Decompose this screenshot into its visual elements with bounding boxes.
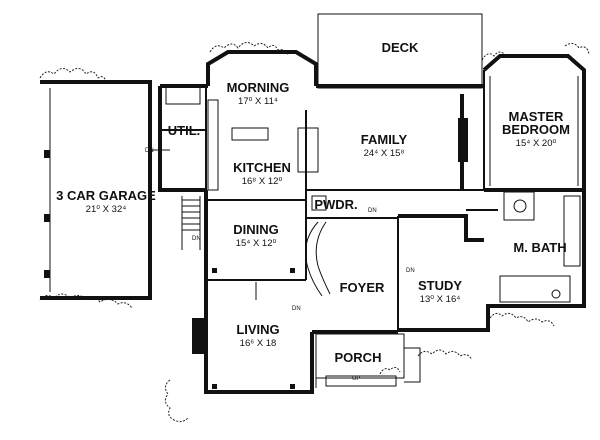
up-tag-porch: UP [352, 376, 360, 382]
living-dim: 16⁶ X 18⁲ [240, 338, 277, 349]
family-dim: 24⁴ X 15⁸ [364, 148, 405, 159]
room-labels: DECK MORNING 17⁰ X 11⁴ MASTER BEDROOM 15… [56, 40, 570, 365]
house-walls [160, 52, 584, 392]
dining-dim: 15⁴ X 12⁰ [236, 238, 277, 249]
pwdr-label: PWDR. [314, 197, 357, 212]
kitchen-dim: 16⁸ X 12⁰ [242, 176, 283, 187]
master-bedroom-dim: 15⁴ X 20⁰ [516, 138, 557, 149]
m-bath-label: M. BATH [513, 240, 566, 255]
dn-tag-foyer: DN [368, 208, 377, 214]
porch-label: PORCH [335, 350, 382, 365]
dn-tag-living: DN [292, 306, 301, 312]
kitchen-label: KITCHEN [233, 160, 291, 175]
living-label: LIVING [236, 322, 279, 337]
study-dim: 13⁰ X 16⁴ [420, 294, 461, 305]
dn-tag-study: DN [406, 268, 415, 274]
master-bedroom-label-2: BEDROOM [502, 122, 570, 137]
util-label: UTIL. [168, 123, 201, 138]
study-label: STUDY [418, 278, 462, 293]
garage-dim: 21⁰ X 32⁴ [86, 204, 127, 215]
dn-tag-util: DN [145, 148, 154, 154]
foyer-label: FOYER [340, 280, 385, 295]
landscaping [40, 42, 589, 421]
dining-label: DINING [233, 222, 279, 237]
garage-label: 3 CAR GARAGE [56, 188, 156, 203]
family-label: FAMILY [361, 132, 408, 147]
morning-label: MORNING [227, 80, 290, 95]
morning-dim: 17⁰ X 11⁴ [238, 96, 278, 107]
deck-label: DECK [382, 40, 419, 55]
dn-tag-stair: DN [192, 236, 201, 242]
